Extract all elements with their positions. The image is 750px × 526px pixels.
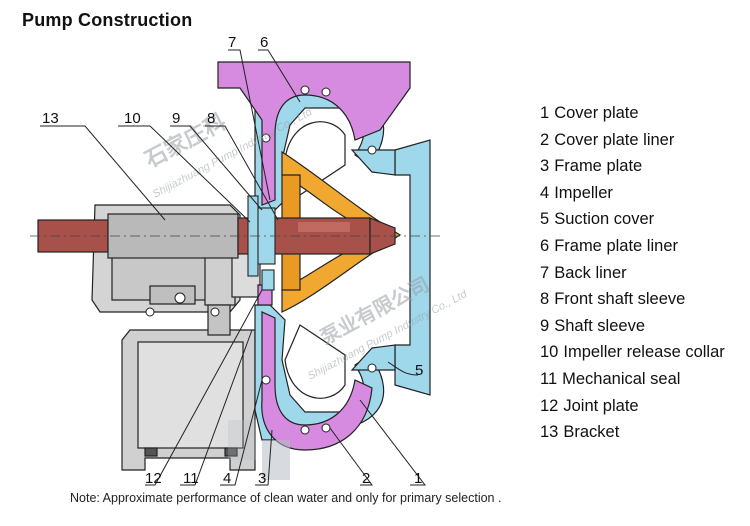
callout-labels: 13 10 9 8 7 6 5 12 11 4 3 2 1 <box>42 34 423 487</box>
callout-13: 13 <box>42 110 59 127</box>
bolts <box>145 85 377 435</box>
callout-11: 11 <box>183 470 199 487</box>
callout-12: 12 <box>145 470 162 487</box>
callout-3: 3 <box>258 470 266 487</box>
footnote: Note: Approximate performance of clean w… <box>70 491 502 505</box>
callout-2: 2 <box>362 470 370 487</box>
callout-10: 10 <box>124 110 141 127</box>
leader-lines <box>40 49 427 486</box>
callout-4: 4 <box>223 470 231 487</box>
callout-6: 6 <box>260 34 268 51</box>
page-title: Pump Construction <box>22 10 193 30</box>
suction-cover <box>350 149 396 371</box>
callout-7: 7 <box>228 34 236 51</box>
callout-8: 8 <box>207 110 215 127</box>
callout-9: 9 <box>172 110 180 127</box>
callout-1: 1 <box>414 470 422 487</box>
callout-5: 5 <box>415 362 423 379</box>
